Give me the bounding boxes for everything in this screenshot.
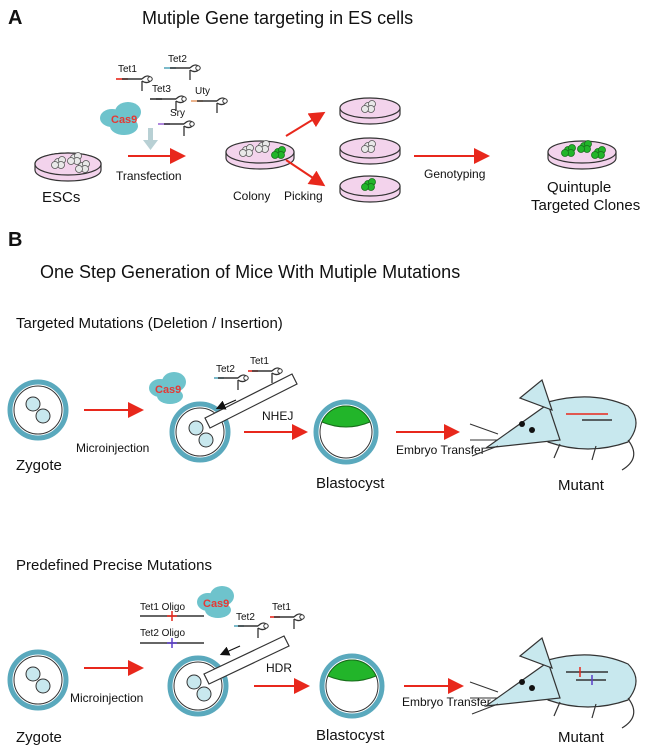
tet3-grna-a <box>150 95 187 112</box>
result-label-line2: Targeted Clones <box>531 197 640 214</box>
sry-grna-a <box>158 120 195 137</box>
result-label-line1: Quintuple <box>547 179 611 196</box>
nhej-label: NHEJ <box>262 409 293 423</box>
panel-a-letter: A <box>8 7 22 29</box>
embryo-transfer-label-1: Embryo Transfer <box>396 443 485 457</box>
zygote-2 <box>7 649 69 711</box>
panel-b-title: One Step Generation of Mice With Mutiple… <box>40 262 460 282</box>
blastocyst-2 <box>319 653 385 719</box>
zygote-1 <box>7 379 69 441</box>
picking-arrow-down <box>285 159 326 187</box>
picked-dish-3 <box>339 175 401 203</box>
tet2-grna-b1 <box>214 374 249 391</box>
tet1-oligo-label: Tet1 Oligo <box>140 602 185 613</box>
blastocyst-1 <box>313 399 379 465</box>
targeted-clones-dish <box>547 140 617 170</box>
tet2-label-b2: Tet2 <box>236 612 255 623</box>
injected-zygote-2 <box>167 655 229 717</box>
tet2-oligo-strand <box>140 638 204 648</box>
cas9-protein-b1 <box>149 372 186 404</box>
row1-heading: Targeted Mutations (Deletion / Insertion… <box>16 315 283 332</box>
picking-label: Picking <box>284 189 323 203</box>
zygote-label-1: Zygote <box>16 457 62 474</box>
delivery-arrow-b1 <box>215 399 237 410</box>
blastocyst-label-2: Blastocyst <box>316 727 385 744</box>
tet1-grna-a <box>116 75 153 92</box>
tet2-grna-b2 <box>234 622 269 639</box>
transfection-label: Transfection <box>116 169 182 183</box>
tet1-grna-b2 <box>270 613 305 630</box>
picked-dish-2 <box>339 137 401 165</box>
picked-dish-1 <box>339 97 401 125</box>
mutant-mouse-1 <box>469 378 637 471</box>
embryo-transfer-label-2: Embryo Transfer <box>402 695 491 709</box>
escs-label: ESCs <box>42 189 80 206</box>
injection-needle-2 <box>203 635 290 685</box>
picking-arrow-up <box>285 111 326 137</box>
cas9-label-b2: Cas9 <box>203 598 229 610</box>
injection-needle-1 <box>204 373 298 429</box>
tet2-label-a: Tet2 <box>168 54 187 65</box>
colony-label: Colony <box>233 189 270 203</box>
blastocyst-label-1: Blastocyst <box>316 475 385 492</box>
tet3-label-a: Tet3 <box>152 84 171 95</box>
mutant-label-2: Mutant <box>558 729 605 746</box>
tet1-label-b2: Tet1 <box>272 602 291 613</box>
zygote-label-2: Zygote <box>16 729 62 746</box>
panel-b-letter: B <box>8 229 22 251</box>
tet2-label-b1: Tet2 <box>216 364 235 375</box>
tet2-oligo-label: Tet2 Oligo <box>140 628 185 639</box>
cas9-protein-a <box>100 102 141 135</box>
tet1-label-a: Tet1 <box>118 64 137 75</box>
hdr-label: HDR <box>266 661 292 675</box>
panel-a-title: Mutiple Gene targeting in ES cells <box>142 8 413 28</box>
uty-label-a: Uty <box>195 86 210 97</box>
sry-label-a: Sry <box>170 108 185 119</box>
tet2-grna-a <box>164 64 201 81</box>
uty-grna-a <box>191 97 228 114</box>
cas9-protein-b2 <box>197 586 234 618</box>
tet1-oligo-strand <box>140 611 204 621</box>
cas9-label-b1: Cas9 <box>155 384 181 396</box>
genotyping-label: Genotyping <box>424 167 485 181</box>
microinjection-label-2: Microinjection <box>70 691 143 705</box>
transfected-dish <box>225 140 295 170</box>
delivery-down-arrow <box>143 128 158 150</box>
tet1-label-b1: Tet1 <box>250 356 269 367</box>
mutant-label-1: Mutant <box>558 477 605 494</box>
cas9-label-a: Cas9 <box>111 114 137 126</box>
delivery-arrow-b2 <box>219 645 241 656</box>
tet1-grna-b1 <box>248 367 283 384</box>
microinjection-label-1: Microinjection <box>76 441 149 455</box>
mutant-mouse-2 <box>469 636 637 729</box>
row2-heading: Predefined Precise Mutations <box>16 557 212 574</box>
esc-dish <box>34 152 102 182</box>
